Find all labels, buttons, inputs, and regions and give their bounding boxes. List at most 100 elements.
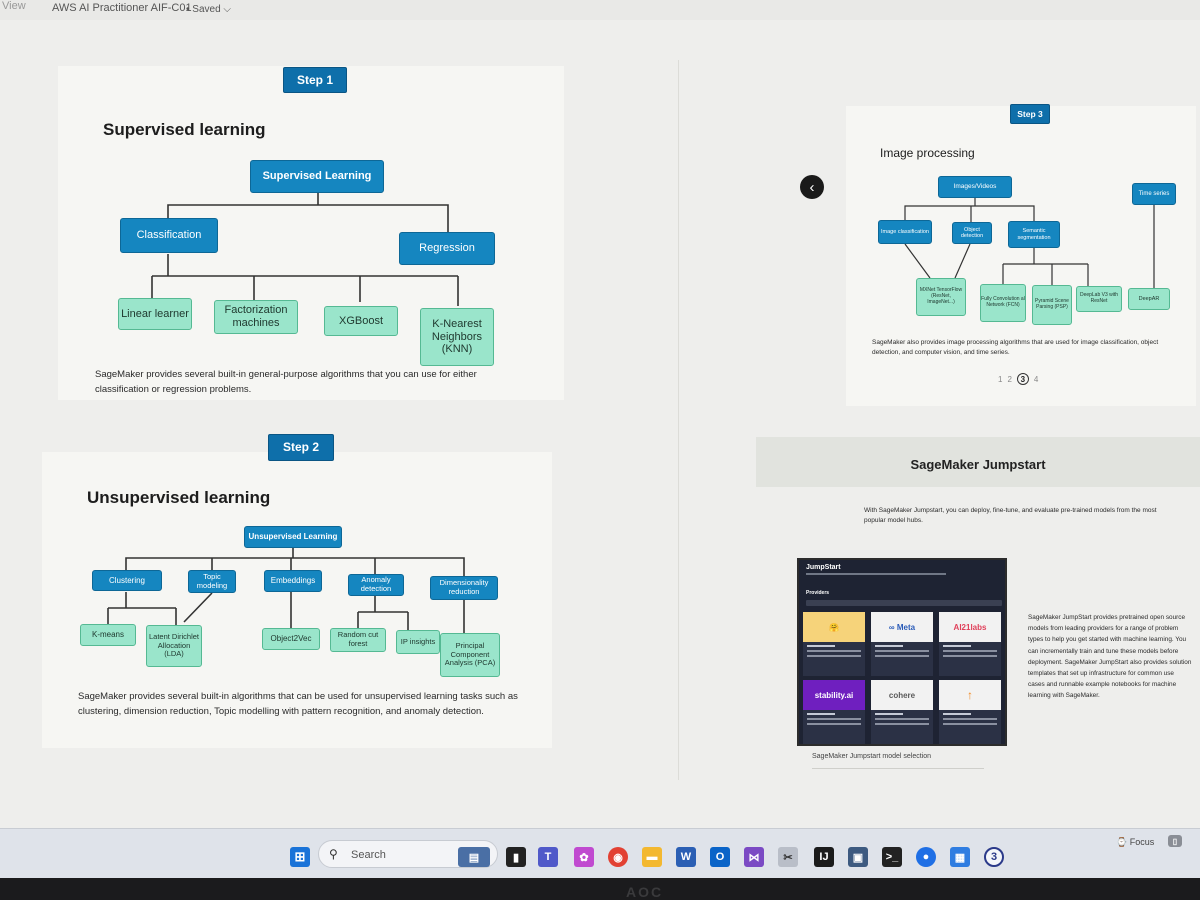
leaf-psp: Pyramid Scene Parsing (PSP) — [1032, 285, 1072, 325]
leaf-deepar: DeepAR — [1128, 288, 1170, 310]
tile-arrow-provider: ↑ — [939, 680, 1001, 744]
search-icon: ⚲ — [329, 847, 338, 861]
node-time-series: Time series — [1132, 183, 1176, 205]
view-menu[interactable]: View — [2, 0, 26, 12]
jumpstart-side-text: SageMaker JumpStart provides pretrained … — [1028, 614, 1192, 700]
widgets-icon[interactable]: ▤ — [458, 847, 490, 867]
step2-badge: Step 2 — [268, 434, 334, 461]
focus-label: Focus — [1129, 837, 1155, 847]
page-4[interactable]: 4 — [1033, 374, 1039, 384]
visual-studio-icon[interactable]: ⋈ — [744, 847, 764, 867]
provider-arrow-logo: ↑ — [939, 680, 1001, 710]
step2-heading: Unsupervised learning — [87, 488, 271, 507]
page-2[interactable]: 2 — [1007, 374, 1012, 384]
maps-icon[interactable]: ● — [916, 847, 936, 867]
pagination: 1 2 3 4 — [998, 373, 1038, 385]
monitor-logo: AOC — [626, 884, 664, 900]
huggingface-logo: 🤗 — [803, 612, 865, 642]
jumpstart-screenshot: JumpStart Providers 🤗 ∞ Meta AI21labs st… — [797, 558, 1007, 746]
step3-badge: Step 3 — [1010, 104, 1050, 124]
node-images-videos: Images/Videos — [938, 176, 1012, 198]
tile-huggingface: 🤗 — [803, 612, 865, 676]
focus-button[interactable]: ⌚ Focus — [1116, 837, 1155, 847]
intellij-icon[interactable]: IJ — [814, 847, 834, 867]
leaf-ip-insights: IP insights — [396, 630, 440, 654]
step1-badge: Step 1 — [283, 67, 347, 93]
ai21labs-logo: AI21labs — [939, 612, 1001, 642]
page-1[interactable]: 1 — [998, 374, 1003, 384]
snipping-tool-icon[interactable]: ✂ — [778, 847, 798, 867]
document-title[interactable]: AWS AI Practitioner AIF-C01 — [52, 2, 192, 14]
taskbar: ⊞ ⚲ Search ▤ ▮ T ✿ ◉ ▬ W O ⋈ ✂ IJ ▣ >_ ●… — [0, 828, 1200, 878]
node-unsupervised-learning: Unsupervised Learning — [244, 526, 342, 548]
node-regression: Regression — [399, 232, 495, 265]
jumpstart-header-band: SageMaker Jumpstart — [756, 437, 1200, 487]
word-icon[interactable]: W — [676, 847, 696, 867]
meta-logo: ∞ Meta — [871, 612, 933, 642]
jumpstart-caption: SageMaker Jumpstart model selection — [812, 753, 932, 760]
step3-description: SageMaker also provides image processing… — [872, 339, 1159, 357]
column-divider — [678, 60, 679, 780]
terminal-icon[interactable]: >_ — [882, 847, 902, 867]
caption-underline — [812, 768, 984, 769]
stability-ai-logo: stability.ai — [803, 680, 865, 710]
step3-card — [846, 106, 1196, 406]
leaf-random-cut-forest: Random cut forest — [330, 628, 386, 652]
photos-icon[interactable]: ▣ — [848, 847, 868, 867]
book-view-icon[interactable]: ▯ — [1168, 835, 1182, 847]
step3-heading: Image processing — [880, 146, 975, 160]
search-label: Search — [351, 849, 386, 861]
node-object-detection: Object detection — [952, 222, 992, 244]
node-embeddings: Embeddings — [264, 570, 322, 592]
teams-icon[interactable]: T — [538, 847, 558, 867]
chrome-icon[interactable]: ◉ — [608, 847, 628, 867]
folder-icon[interactable]: ▬ — [642, 847, 662, 867]
tile-ai21labs: AI21labs — [939, 612, 1001, 676]
tile-cohere: cohere — [871, 680, 933, 744]
leaf-lda: Latent Dirichlet Allocation (LDA) — [146, 625, 202, 667]
store-icon[interactable]: ▦ — [950, 847, 970, 867]
save-status[interactable]: • Saved ⌵ — [186, 4, 231, 15]
step1-heading: Supervised learning — [103, 120, 266, 139]
jumpstart-screenshot-header: JumpStart — [806, 564, 841, 571]
tile-stability-ai: stability.ai — [803, 680, 865, 744]
copilot-icon[interactable]: ✿ — [574, 847, 594, 867]
step2-description: SageMaker provides several built-in algo… — [78, 691, 518, 717]
notification-badge-icon[interactable]: 3 — [984, 847, 1004, 867]
leaf-object2vec: Object2Vec — [262, 628, 320, 650]
page-3-current[interactable]: 3 — [1016, 373, 1029, 385]
leaf-k-means: K-means — [80, 624, 136, 646]
node-supervised-learning: Supervised Learning — [250, 160, 384, 193]
leaf-mxnet-tensorflow: MXNet TensorFlow (ResNet, ImageNet...) — [916, 278, 966, 316]
windows-start-icon[interactable]: ⊞ — [290, 847, 310, 867]
jumpstart-intro: With SageMaker Jumpstart, you can deploy… — [864, 507, 1157, 525]
leaf-knn: K-Nearest Neighbors (KNN) — [420, 308, 494, 366]
jumpstart-screenshot-subtitle — [806, 573, 946, 575]
task-view-icon[interactable]: ▮ — [506, 847, 526, 867]
outlook-icon[interactable]: O — [710, 847, 730, 867]
leaf-fcn: Fully Convolution al Network (FCN) — [980, 284, 1026, 322]
providers-label: Providers — [806, 590, 830, 596]
leaf-pca: Principal Component Analysis (PCA) — [440, 633, 500, 677]
cohere-logo: cohere — [871, 680, 933, 710]
leaf-xgboost: XGBoost — [324, 306, 398, 336]
monitor-bezel: AOC — [0, 878, 1200, 900]
step2-card — [42, 452, 552, 748]
node-semantic-segmentation: Semantic segmentation — [1008, 221, 1060, 248]
node-classification: Classification — [120, 218, 218, 253]
providers-search — [806, 600, 1002, 606]
node-image-classification: Image classification — [878, 220, 932, 244]
node-clustering: Clustering — [92, 570, 162, 591]
node-anomaly-detection: Anomaly detection — [348, 574, 404, 596]
node-topic-modeling: Topic modeling — [188, 570, 236, 593]
leaf-linear-learner: Linear learner — [118, 298, 192, 330]
node-dimensionality-reduction: Dimensionality reduction — [430, 576, 498, 600]
leaf-factorization-machines: Factorization machines — [214, 300, 298, 334]
leaf-deeplab: DeepLab V3 with ResNet — [1076, 286, 1122, 312]
jumpstart-title: SageMaker Jumpstart — [910, 457, 1046, 472]
previous-slide-button[interactable]: ‹ — [800, 175, 824, 199]
title-bar: View AWS AI Practitioner AIF-C01 • Saved… — [0, 0, 1200, 20]
